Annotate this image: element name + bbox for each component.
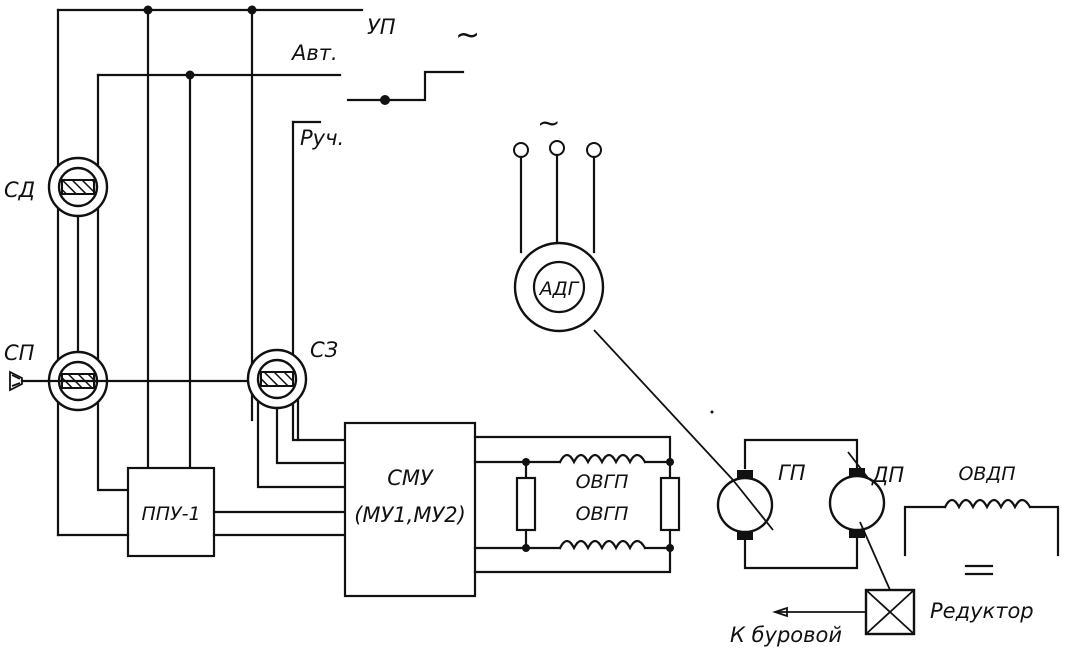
label-ovdp: ОВДП — [958, 463, 1015, 485]
label-adg: АДГ — [538, 278, 580, 300]
ppu-to-smu-wires — [56, 510, 347, 537]
label-ovgp-2: ОВГП — [576, 503, 629, 525]
label-to-rig: К буровой — [730, 623, 842, 647]
label-up: УП — [367, 15, 396, 39]
label-smu-2: (МУ1,МУ2) — [354, 503, 466, 527]
sz-to-smu-wires — [256, 398, 347, 489]
adg-motor — [513, 140, 734, 481]
label-sd: СД — [4, 178, 35, 202]
label-ppu: ППУ-1 — [141, 503, 200, 525]
label-ac-motor: ~ — [537, 106, 560, 139]
label-reducer: Редуктор — [930, 599, 1034, 623]
top-bus-wires — [56, 5, 364, 537]
reducer-box — [772, 588, 916, 636]
sd-selsyn — [47, 156, 109, 218]
label-dp: ДП — [871, 463, 904, 487]
label-smu-1: СМУ — [387, 466, 434, 490]
label-sp: СП — [4, 341, 35, 365]
up-switch — [346, 70, 465, 105]
ovdp-winding — [903, 498, 1060, 576]
label-ovgp-1: ОВГП — [576, 471, 629, 493]
label-manual: Руч. — [300, 126, 344, 150]
ppu-box — [126, 466, 216, 558]
sz-selsyn — [246, 348, 308, 410]
label-gp: ГП — [778, 461, 806, 485]
label-ac-top: ~ — [455, 18, 480, 53]
label-sz: СЗ — [310, 338, 338, 362]
label-auto: Авт. — [290, 41, 338, 65]
shaft-line — [9, 370, 254, 392]
ovgp-network — [473, 435, 681, 574]
smu-box — [343, 421, 477, 598]
stray-mark — [710, 410, 714, 414]
gp-dp-loop — [716, 438, 891, 591]
